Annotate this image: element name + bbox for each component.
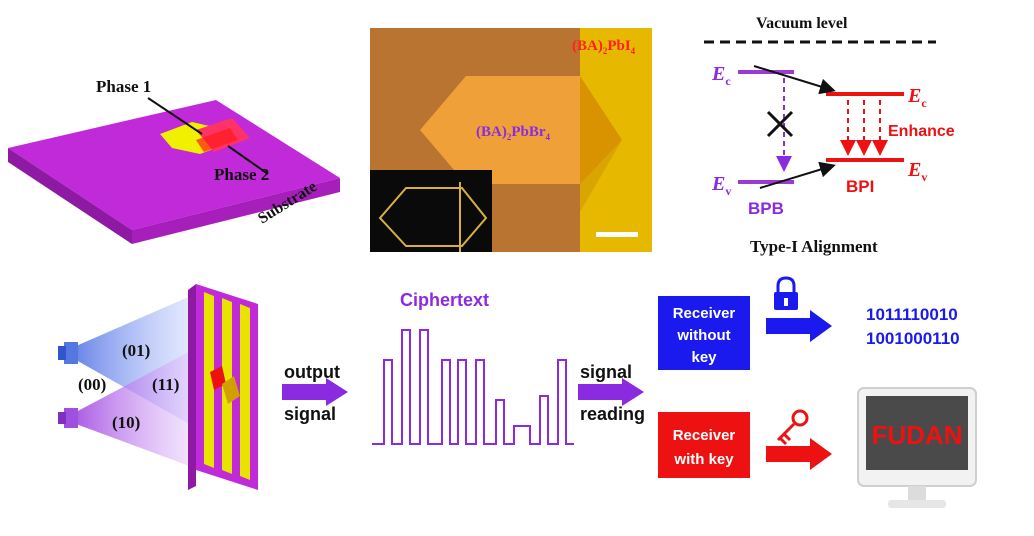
- bpi-label: BPI: [846, 177, 874, 196]
- bpi-ec-label: Ec: [907, 85, 927, 110]
- device-stripe-3: [240, 304, 250, 480]
- key-icon: [776, 409, 809, 446]
- phase2-label: Phase 2: [214, 165, 269, 184]
- beam-10-label: (10): [112, 413, 140, 432]
- receiver-with-key-line1: Receiver: [673, 427, 736, 444]
- output-label-1: output: [284, 362, 340, 382]
- micrograph-panel: (BA)2PbI4 (BA)2PbBr4: [370, 28, 652, 252]
- phase2-edge: [196, 128, 238, 152]
- red-arrow: [766, 438, 832, 470]
- substrate-side-right: [132, 178, 340, 244]
- binary-line-1: 1011110010: [866, 305, 958, 324]
- monitor-text: FUDAN: [872, 420, 963, 450]
- beam-00-label: (00): [78, 375, 106, 394]
- encryption-panel: (01) (00) (11) (10) output signal Cipher…: [58, 276, 977, 508]
- device-stripe-1: [204, 292, 214, 468]
- lock-icon: [774, 276, 798, 310]
- ciphertext-waveform: [372, 329, 574, 445]
- inset-hexagon: [378, 187, 488, 247]
- receiver-with-key-line2: with key: [673, 451, 734, 468]
- blue-arrow: [766, 310, 832, 342]
- beam-11-label: (11): [152, 375, 179, 394]
- phase1-label: Phase 1: [96, 77, 151, 96]
- beam-01-label: (01): [122, 341, 150, 360]
- substrate-panel: Phase 1 Phase 2 Substrate: [8, 77, 340, 244]
- bpi-label: (BA)2PbI4: [572, 38, 636, 56]
- receiver-without-key-line3: key: [691, 349, 717, 366]
- scale-bar: [596, 232, 638, 237]
- bpb-label: (BA)2PbBr4: [476, 124, 551, 142]
- phase2-pointer: [227, 145, 269, 175]
- receiver-without-key-line2: without: [676, 327, 730, 344]
- reading-arrow: [578, 378, 644, 406]
- hole-transfer-arrow: [759, 161, 836, 189]
- band-panel: Vacuum level Ec Ev Ec Ev Enhance BPB BPI…: [704, 15, 955, 256]
- laser-bottom: [58, 408, 78, 428]
- receiver-without-key-line1: Receiver: [673, 305, 736, 322]
- device-yellow-flake: [222, 376, 240, 404]
- bpb-hexagon-right: [580, 76, 622, 184]
- inset-image: [370, 170, 492, 252]
- output-label-2: signal: [284, 404, 336, 424]
- receiver-with-key-box: [658, 412, 750, 478]
- receiver-without-key-box: [658, 296, 750, 370]
- device-plate-side: [188, 284, 196, 490]
- substrate-side-left: [8, 148, 132, 244]
- binary-line-2: 1001000110: [866, 329, 960, 348]
- bpi-ev-label: Ev: [907, 159, 927, 184]
- bpb-ev-label: Ev: [711, 173, 731, 198]
- electron-transfer-arrow: [753, 65, 836, 95]
- output-arrow: [282, 378, 348, 406]
- substrate-top: [8, 100, 340, 230]
- beam-bottom: [76, 346, 200, 470]
- laser-top: [58, 342, 78, 364]
- ciphertext-label: Ciphertext: [400, 290, 489, 310]
- phase1-pointer: [147, 97, 203, 135]
- enhance-label: Enhance: [888, 123, 955, 140]
- bpb-hexagon: [420, 76, 622, 184]
- vacuum-label: Vacuum level: [756, 15, 848, 32]
- reading-label-2: reading: [580, 404, 645, 424]
- reading-label-1: signal: [580, 362, 632, 382]
- bpb-label: BPB: [748, 199, 784, 218]
- monitor-icon: [857, 387, 977, 508]
- blocked-cross-icon: [766, 110, 794, 138]
- alignment-label: Type-I Alignment: [750, 237, 878, 256]
- bpb-ec-label: Ec: [711, 63, 731, 88]
